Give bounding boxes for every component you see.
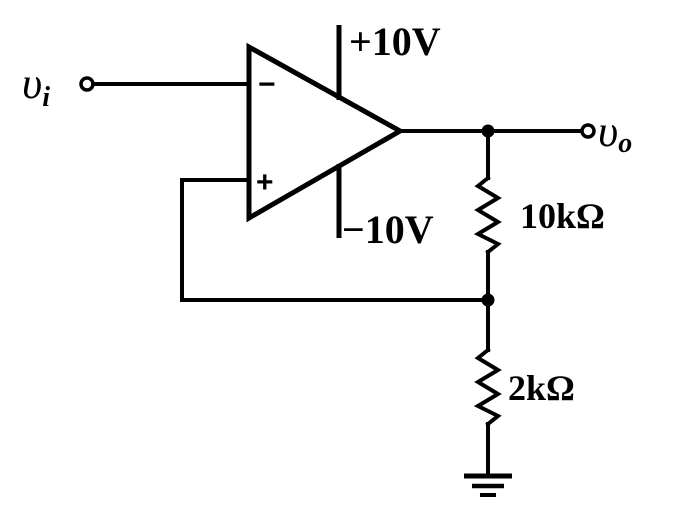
inverting-sign: − [258,68,276,101]
resistor-2k [473,347,502,427]
output-terminal [580,123,596,139]
output-label: υo [598,107,632,159]
input-label: υi [22,59,50,113]
positive-supply-label: +10V [349,19,441,64]
r2-label: 2kΩ [508,368,575,408]
resistor-10k [473,175,502,255]
negative-supply-label: −10V [342,207,434,252]
r1-label: 10kΩ [520,196,605,236]
opamp-triangle [246,42,406,223]
noninverting-sign: + [256,166,274,199]
feedback-wire [180,178,490,302]
ground-icon [464,473,512,497]
